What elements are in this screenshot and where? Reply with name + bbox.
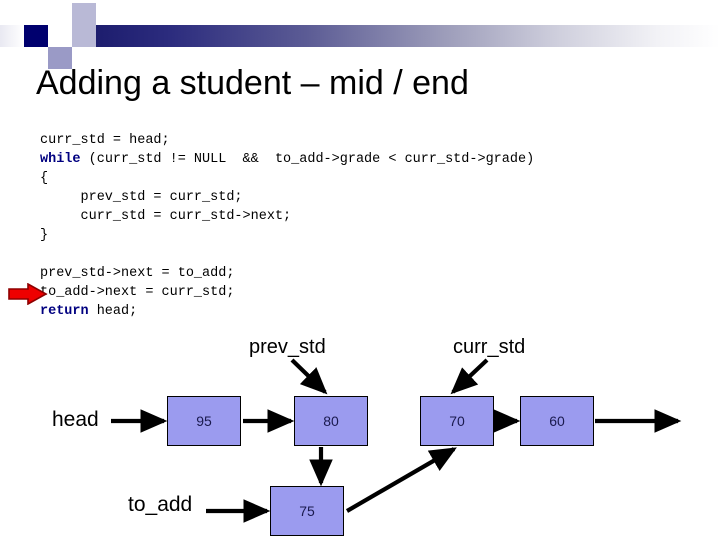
header-square-navy xyxy=(24,25,48,47)
red-pointer-arrow-icon xyxy=(8,283,48,305)
header-square-bottom xyxy=(48,47,72,69)
node-75: 75 xyxy=(270,486,344,536)
code-line-5: curr_std = curr_std->next; xyxy=(40,209,292,224)
node-80: 80 xyxy=(294,396,368,446)
header-square-midright xyxy=(72,25,96,47)
label-curr-std: curr_std xyxy=(453,336,526,358)
code-line-10-rest: head; xyxy=(88,304,138,319)
node-60: 60 xyxy=(520,396,594,446)
node-80-value: 80 xyxy=(323,413,339,429)
node-75-value: 75 xyxy=(299,503,315,519)
node-70: 70 xyxy=(420,396,494,446)
label-to-add: to_add xyxy=(128,493,193,516)
node-70-value: 70 xyxy=(449,413,465,429)
code-line-1: curr_std = head; xyxy=(40,133,170,148)
code-line-4: prev_std = curr_std; xyxy=(40,190,243,205)
arrow-curr-std-pointer xyxy=(450,358,489,395)
header-square-lightleft xyxy=(0,25,24,47)
header-gradient-band xyxy=(96,25,720,47)
node-95: 95 xyxy=(167,396,241,446)
label-prev-std: prev_std xyxy=(249,336,326,358)
label-head: head xyxy=(52,408,99,431)
code-keyword-while: while xyxy=(40,152,81,167)
code-line-6: } xyxy=(40,228,49,243)
code-line-2-rest: (curr_std != NULL && to_add->grade < cur… xyxy=(80,152,535,167)
code-line-8: prev_std->next = to_add; xyxy=(40,266,235,281)
header-square-top xyxy=(72,3,96,25)
code-block: curr_std = head; while (curr_std != NULL… xyxy=(40,131,534,321)
code-blank-line xyxy=(40,245,534,264)
page-title: Adding a student – mid / end xyxy=(36,64,469,102)
node-60-value: 60 xyxy=(549,413,565,429)
code-line-9: to_add->next = curr_std; xyxy=(40,285,235,300)
arrow-prev-std-pointer xyxy=(290,358,328,395)
node-95-value: 95 xyxy=(196,413,212,429)
arrow-75-to-70 xyxy=(345,447,457,513)
code-keyword-return: return xyxy=(40,304,89,319)
code-line-3: { xyxy=(40,171,49,186)
